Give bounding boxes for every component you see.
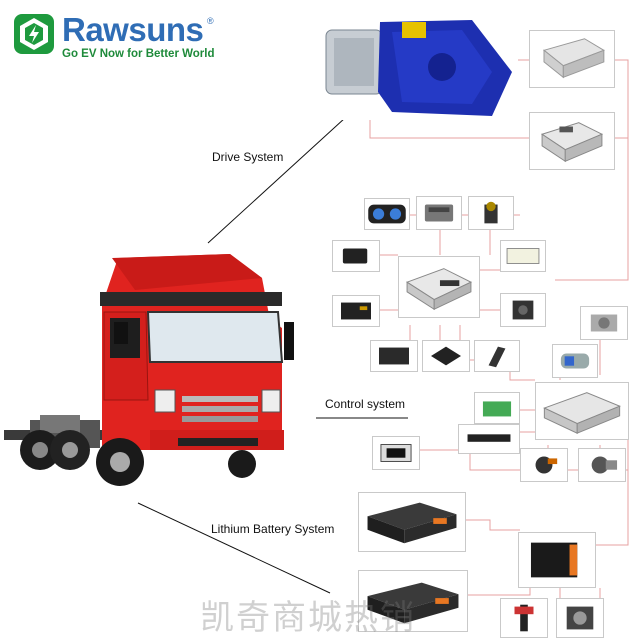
brand-tagline: Go EV Now for Better World (62, 48, 215, 60)
motor-assembly-icon (325, 20, 512, 116)
ptc-heater-icon (380, 444, 412, 462)
fuse-box-image (332, 295, 380, 327)
charging-socket-image (556, 598, 604, 638)
logo-mark-icon (14, 14, 54, 54)
instrument-cluster-icon (368, 204, 406, 224)
truck-chassis-image (4, 254, 294, 486)
bus-bar-icon (467, 434, 511, 442)
steering-pump-icon (590, 314, 618, 332)
motor-assembly-image (322, 12, 518, 120)
sensor-part-image (468, 196, 514, 230)
pump-unit-image (500, 293, 546, 327)
display-module-icon (506, 248, 540, 264)
junction-box-icon (379, 347, 409, 365)
vehicle-control-unit-image (398, 256, 480, 318)
battery-pack-icon (367, 502, 457, 544)
charger-icon (530, 542, 578, 578)
charging-socket-icon (566, 606, 594, 630)
vacuum-pump-icon (591, 456, 618, 474)
relay-module-icon (342, 248, 368, 264)
drive-system-label: Drive System (212, 150, 284, 164)
battery-pack-image-2 (358, 570, 468, 632)
vacuum-pump-image (578, 448, 626, 482)
fuse-box-icon (341, 302, 371, 320)
battery-12v-icon (482, 401, 512, 417)
instrument-cluster-image (364, 198, 410, 230)
small-controller-icon (424, 204, 454, 222)
motor-controller-icon (542, 38, 605, 79)
charger-image (518, 532, 596, 588)
charging-gun-image (500, 598, 548, 638)
pump-unit-icon (512, 300, 534, 320)
dc-dc-converter-image (529, 112, 615, 170)
cooling-pump-icon (535, 456, 558, 474)
rawsuns-logo: Rawsuns ® Go EV Now for Better World (12, 10, 222, 66)
display-module-image (500, 240, 546, 272)
battery-pack-icon-2 (367, 582, 459, 624)
battery-system-label: Lithium Battery System (211, 522, 335, 536)
accelerator-pedal-icon (488, 346, 506, 368)
battery-12v-image (474, 392, 520, 424)
control-system-label: Control system (325, 397, 406, 411)
cooling-pump-image (520, 448, 568, 482)
air-compressor-icon (560, 353, 590, 369)
charging-gun-icon (514, 604, 534, 632)
connector-box-image (422, 340, 470, 372)
high-voltage-distribution-icon (543, 392, 621, 434)
steering-pump-image (580, 306, 628, 340)
air-compressor-image (552, 344, 598, 378)
bus-bar-image (458, 424, 520, 454)
registered-mark: ® (207, 16, 214, 26)
high-voltage-distribution-image (535, 382, 629, 440)
watermark-text: 凯奇商城热销 (200, 598, 416, 638)
accelerator-pedal-image (474, 340, 520, 372)
dc-dc-converter-icon (540, 122, 604, 163)
junction-box-image (370, 340, 418, 372)
relay-module-image (332, 240, 380, 272)
ptc-heater-image (372, 436, 420, 470)
battery-pack-image-1 (358, 492, 466, 552)
brand-name: Rawsuns (62, 11, 204, 48)
connector-box-icon (431, 346, 461, 366)
sensor-part-icon (484, 201, 498, 224)
small-controller-image (416, 196, 462, 230)
vehicle-control-unit-icon (405, 268, 473, 311)
motor-controller-image (529, 30, 615, 88)
